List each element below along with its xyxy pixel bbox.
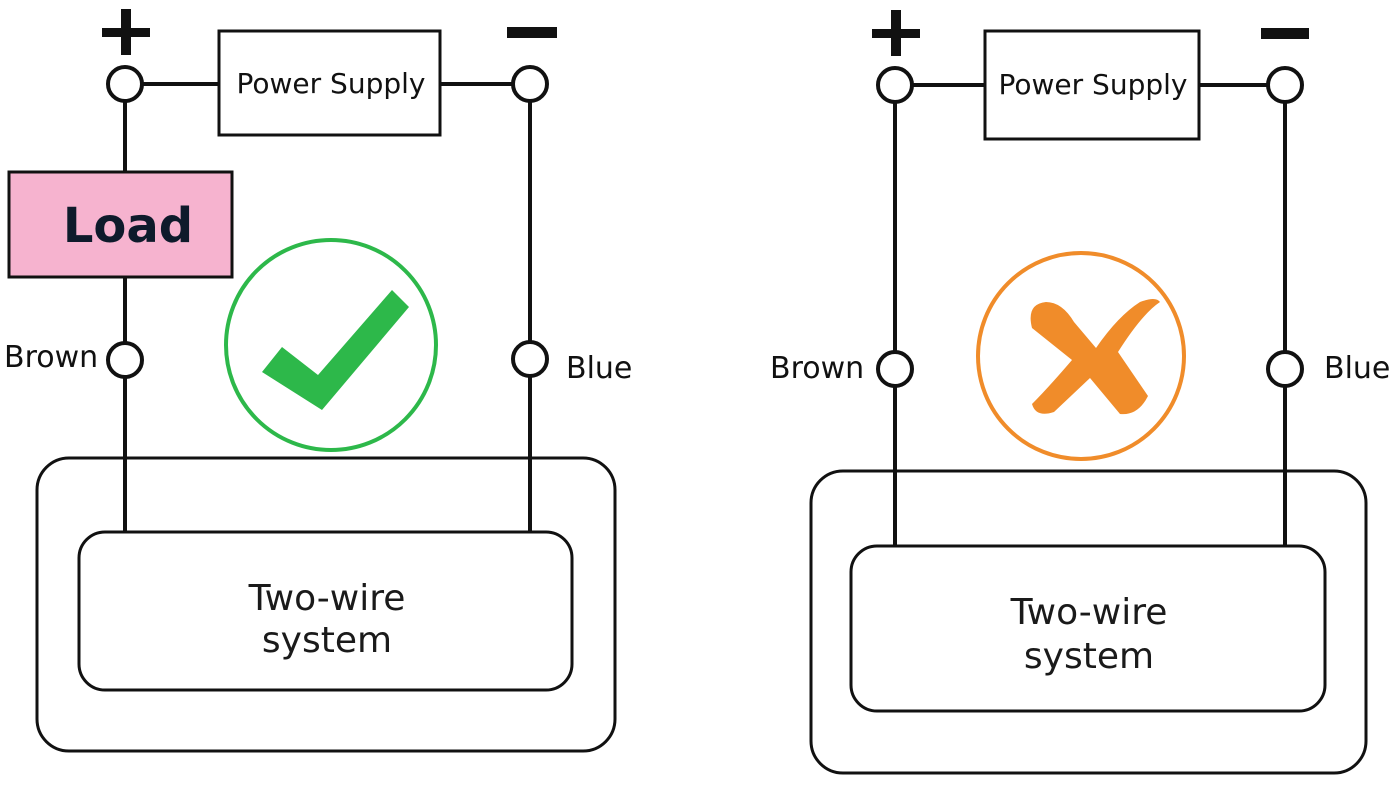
- minus-icon: [1261, 28, 1309, 39]
- power-supply-box: [217, 29, 442, 137]
- plus-terminal: [106, 65, 144, 103]
- outer-enclosure: [35, 456, 617, 753]
- blue-label: Blue: [1324, 351, 1390, 386]
- blue-label: Blue: [566, 351, 632, 386]
- minus-terminal: [511, 65, 549, 103]
- plus-icon: [102, 9, 150, 55]
- wires: [893, 83, 1287, 546]
- blue-terminal: [511, 340, 549, 378]
- brown-terminal: [876, 350, 914, 388]
- system-label-line2: system: [1024, 636, 1154, 677]
- plus-terminal: [876, 66, 914, 104]
- two-wire-system-box: [77, 530, 574, 692]
- brown-label: Brown: [770, 351, 864, 386]
- check-icon: [224, 238, 438, 452]
- power-supply-label: Power Supply: [237, 67, 426, 100]
- wires: [123, 82, 532, 532]
- system-label-line1: Two-wire: [248, 578, 406, 619]
- power-supply-box: [983, 29, 1201, 141]
- minus-icon: [507, 27, 557, 38]
- load-box: [7, 170, 234, 279]
- correct-wiring-diagram: Power Supply Load Brown Blue Two-wire sy…: [4, 9, 632, 753]
- power-supply-label: Power Supply: [999, 68, 1188, 101]
- system-label-line1: Two-wire: [1010, 592, 1168, 633]
- system-label-line2: system: [262, 620, 392, 661]
- cross-icon: [976, 251, 1186, 461]
- load-label: Load: [63, 198, 193, 254]
- brown-label: Brown: [4, 340, 98, 375]
- plus-icon: [872, 10, 920, 56]
- incorrect-wiring-diagram: Power Supply Brown Blue Two-wire system: [770, 10, 1390, 775]
- blue-terminal: [1266, 350, 1304, 388]
- minus-terminal: [1266, 66, 1304, 104]
- two-wire-system-box: [849, 544, 1327, 713]
- brown-terminal: [106, 341, 144, 379]
- outer-enclosure: [809, 469, 1368, 775]
